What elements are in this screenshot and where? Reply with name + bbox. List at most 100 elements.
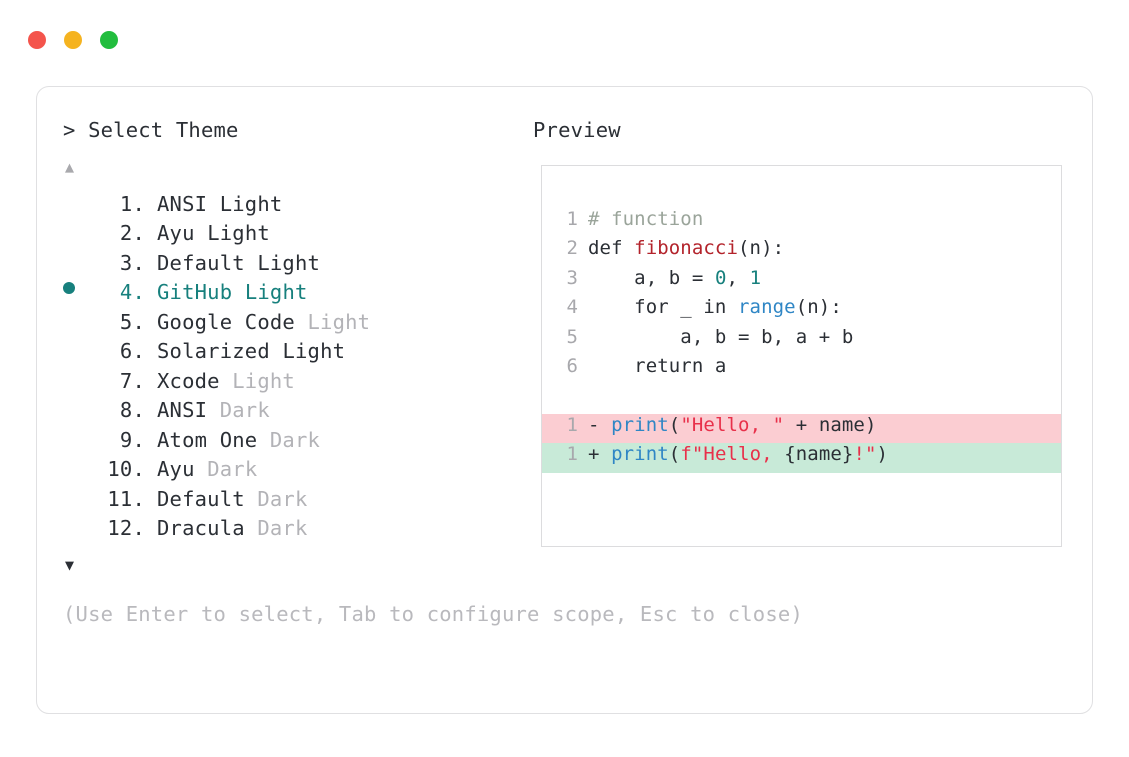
theme-item-variant: Light bbox=[257, 250, 321, 275]
code-token: return a bbox=[588, 355, 727, 377]
theme-item-number: 12. bbox=[107, 516, 145, 540]
diff-line-number: 1 bbox=[566, 413, 578, 436]
code-token: # function bbox=[588, 207, 704, 230]
theme-item-variant: Light bbox=[282, 339, 346, 363]
code-line-number: 4 bbox=[566, 296, 578, 318]
code-token: range bbox=[738, 296, 796, 318]
theme-item-base-name: Solarized bbox=[157, 339, 270, 363]
theme-list-item[interactable]: 12. Dracula Dark bbox=[63, 516, 533, 546]
theme-item-name: Solarized Light bbox=[157, 339, 345, 363]
code-token: ( bbox=[668, 413, 681, 436]
theme-list-item[interactable]: 2.Ayu Light bbox=[63, 221, 533, 251]
code-token: (n): bbox=[738, 237, 785, 259]
theme-list-item[interactable]: 7.Xcode Light bbox=[63, 369, 533, 399]
code-line: 6 return a bbox=[542, 355, 1061, 385]
maximize-window-button[interactable] bbox=[100, 31, 118, 49]
theme-item-name: Ayu Dark bbox=[157, 457, 257, 481]
diff-line-number: 1 bbox=[566, 443, 578, 465]
code-token: print bbox=[611, 413, 669, 436]
code-line-content: a, b = b, a + b bbox=[588, 326, 853, 348]
code-token: 0 bbox=[714, 266, 727, 289]
theme-list-item[interactable]: 6. Solarized Light bbox=[63, 339, 533, 369]
code-line-content: return a bbox=[588, 355, 726, 377]
theme-item-base-name: Xcode bbox=[157, 368, 220, 393]
theme-item-number: 6. bbox=[119, 339, 145, 363]
theme-item-base-name: ANSI bbox=[157, 191, 208, 216]
code-line: 4 for _ in range(n): bbox=[542, 296, 1061, 326]
diff-line-content: print(f"Hello, {name}!") bbox=[611, 443, 888, 465]
close-window-button[interactable] bbox=[28, 31, 46, 49]
code-line-content: a, b = 0, 1 bbox=[588, 267, 761, 289]
theme-list-item[interactable]: 3.Default Light bbox=[63, 251, 533, 281]
theme-item-base-name: Dracula bbox=[157, 516, 245, 540]
code-line-number: 5 bbox=[566, 325, 578, 348]
theme-item-name: ANSI Dark bbox=[157, 398, 270, 422]
code-token: print bbox=[611, 443, 669, 465]
theme-item-name: Xcode Light bbox=[157, 369, 295, 393]
theme-item-name: GitHub Light bbox=[157, 280, 308, 304]
theme-item-variant: Light bbox=[219, 191, 283, 216]
scroll-up-icon[interactable]: ▲ bbox=[65, 157, 75, 176]
code-token: {name} bbox=[784, 443, 854, 465]
theme-item-variant: Dark bbox=[257, 516, 308, 540]
theme-item-number: 10. bbox=[107, 457, 145, 481]
theme-item-number: 11. bbox=[107, 486, 145, 511]
theme-item-name: Google Code Light bbox=[157, 310, 370, 334]
diff-block: 1- print("Hello, " + name) 1 + print(f"Hel… bbox=[542, 413, 1061, 473]
code-spacer bbox=[542, 385, 1061, 414]
code-token: fibonacci bbox=[634, 237, 739, 259]
code-token: a, b = bbox=[588, 266, 715, 289]
theme-item-variant: Light bbox=[244, 280, 308, 304]
code-token: for _ in bbox=[588, 296, 739, 318]
theme-list-item[interactable]: 1. ANSI Light bbox=[63, 192, 533, 222]
selected-bullet-icon bbox=[63, 282, 75, 294]
minimize-window-button[interactable] bbox=[64, 31, 82, 49]
code-line: 5 a, b = b, a + b bbox=[542, 326, 1061, 356]
diff-line-content: print("Hello, " + name) bbox=[611, 414, 876, 436]
code-token: ( bbox=[668, 443, 681, 465]
theme-item-number: 1. bbox=[119, 191, 145, 216]
theme-item-variant: Dark bbox=[269, 427, 321, 452]
theme-item-number: 2. bbox=[119, 221, 145, 245]
diff-gap bbox=[600, 414, 612, 436]
help-text: (Use Enter to select, Tab to configure s… bbox=[63, 601, 803, 626]
theme-item-name: Dracula Dark bbox=[157, 516, 308, 540]
code-line: 2 def fibonacci(n): bbox=[542, 237, 1061, 267]
code-token: (n): bbox=[795, 296, 842, 318]
code-line-number: 3 bbox=[566, 266, 578, 289]
code-line: 1# function bbox=[542, 208, 1061, 238]
selection-bullet-cell bbox=[63, 282, 93, 299]
code-line-content: # function bbox=[588, 208, 703, 230]
code-token: 1 bbox=[749, 266, 762, 289]
theme-item-base-name: Atom One bbox=[157, 427, 258, 452]
theme-list-item[interactable]: 4.GitHub Light bbox=[63, 280, 533, 310]
diff-marker: + bbox=[588, 443, 600, 465]
theme-item-variant: Light bbox=[307, 309, 371, 334]
code-line-content: def fibonacci(n): bbox=[588, 237, 784, 259]
theme-item-base-name: Ayu bbox=[157, 457, 195, 481]
theme-item-number: 9. bbox=[119, 427, 145, 452]
scroll-down-icon[interactable]: ▼ bbox=[65, 555, 75, 574]
theme-item-name: Default Dark bbox=[157, 487, 308, 511]
theme-list-item[interactable]: 10. Ayu Dark bbox=[63, 457, 533, 487]
theme-item-base-name: Default bbox=[157, 250, 245, 275]
diff-added-line: 1 + print(f"Hello, {name}!") bbox=[542, 443, 1061, 473]
theme-list-item[interactable]: 8.ANSI Dark bbox=[63, 398, 533, 428]
theme-list-item[interactable]: 9. Atom One Dark bbox=[63, 428, 533, 458]
code-line-number: 6 bbox=[566, 355, 578, 377]
code-token: def bbox=[588, 237, 635, 259]
code-token: ) bbox=[876, 443, 889, 465]
diff-marker: - bbox=[588, 413, 600, 436]
theme-list-item[interactable]: 11. Default Dark bbox=[63, 487, 533, 517]
theme-item-base-name: Google Code bbox=[157, 309, 295, 334]
code-line-number: 2 bbox=[566, 237, 578, 259]
code-token: a, b = b, a + b bbox=[588, 325, 854, 348]
theme-list-item[interactable]: 5. Google Code Light bbox=[63, 310, 533, 340]
theme-item-base-name: Default bbox=[157, 486, 245, 511]
theme-item-name: ANSI Light bbox=[157, 192, 282, 216]
theme-item-number: 5. bbox=[119, 309, 145, 334]
